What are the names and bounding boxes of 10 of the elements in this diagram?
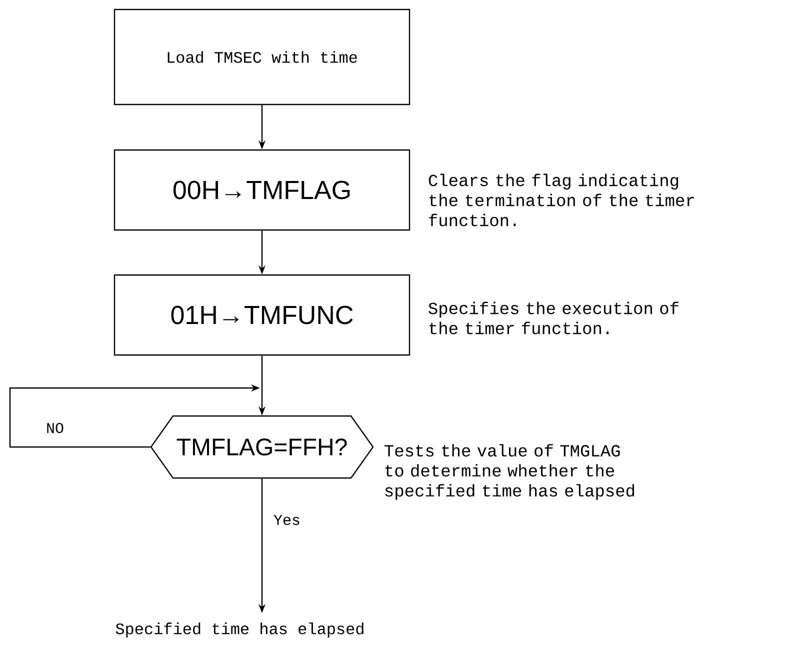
annotation-text: Specifies the execution of the timer function. xyxy=(428,302,678,334)
process-box: 00H→TMFLAG xyxy=(114,149,410,231)
edge-label: NO xyxy=(47,422,64,434)
process-box: 01H→TMFUNC xyxy=(114,274,410,356)
edge-label: Yes xyxy=(274,515,300,526)
annotation-text: Clears the flag indicating the termination of the timer function. xyxy=(428,174,694,226)
result-text: Specified time has elapsed xyxy=(116,622,364,638)
annotation-text: Tests the value of TMGLAG to determine whether the specified time has elapsed xyxy=(384,444,634,500)
process-box: Load TMSEC with time xyxy=(114,8,410,106)
decision-hexagon: TMFLAG=FFH? xyxy=(150,415,374,479)
